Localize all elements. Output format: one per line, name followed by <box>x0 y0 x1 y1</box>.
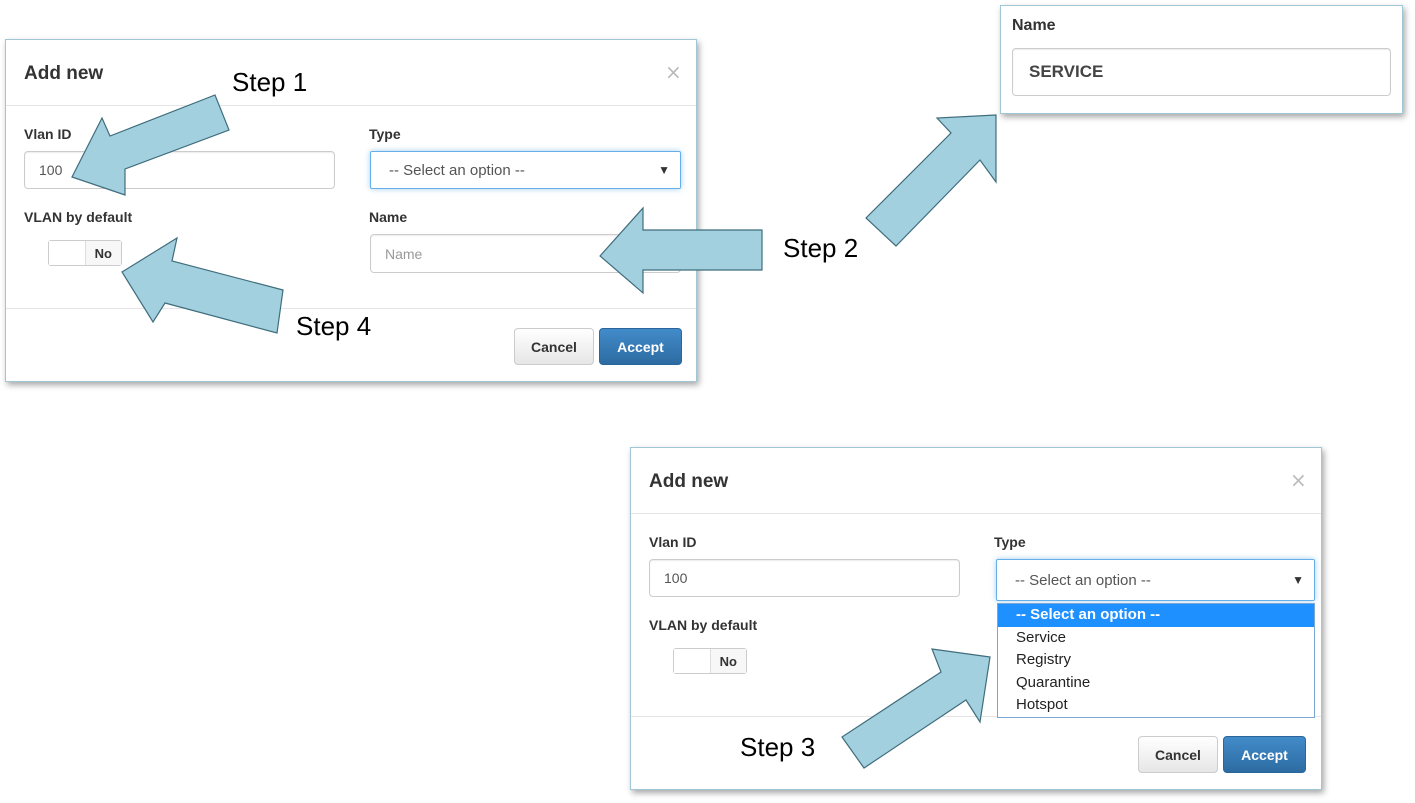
toggle-knob <box>49 241 86 265</box>
type-option[interactable]: Hotspot <box>1016 696 1068 713</box>
dialog-header: Add new × <box>631 448 1321 514</box>
dialog-header: Add new × <box>6 40 696 106</box>
vlan-default-label: VLAN by default <box>24 209 133 225</box>
type-option[interactable]: Service <box>1016 628 1067 646</box>
step4-label: Step 4 <box>296 311 372 341</box>
toggle-value: No <box>710 649 746 673</box>
step2-arrow-left <box>599 206 763 295</box>
vlan-default-toggle[interactable]: No <box>673 648 747 674</box>
step2-arrow-up <box>865 114 997 247</box>
type-select[interactable]: -- Select an option -- ▼ <box>996 559 1315 601</box>
name-field-panel: Name SERVICE <box>1000 5 1403 114</box>
type-option[interactable]: Quarantine <box>1016 673 1091 691</box>
step2-label: Step 2 <box>783 233 859 263</box>
cancel-button[interactable]: Cancel <box>1138 736 1218 773</box>
dialog-title: Add new <box>649 471 729 492</box>
vlan-default-label: VLAN by default <box>649 617 758 633</box>
accept-button[interactable]: Accept <box>599 328 682 365</box>
dialog-title: Add new <box>24 63 104 84</box>
add-new-dialog-expanded: Add new × Vlan ID 100 Type -- Select an … <box>630 447 1322 790</box>
cancel-button[interactable]: Cancel <box>514 328 594 365</box>
vlan-id-label: Vlan ID <box>24 126 72 142</box>
name-input-value: SERVICE <box>1029 62 1104 81</box>
add-new-dialog: Add new × Vlan ID 100 Type -- Select an … <box>5 39 697 382</box>
chevron-down-icon: ▼ <box>658 163 670 177</box>
step3-arrow <box>841 648 991 769</box>
name-panel-label: Name <box>1012 17 1056 34</box>
step4-arrow <box>121 236 284 334</box>
step1-arrow <box>71 94 230 196</box>
vlan-id-input[interactable]: 100 <box>649 559 960 597</box>
vlan-id-value: 100 <box>664 570 688 586</box>
close-icon[interactable]: × <box>1290 468 1307 492</box>
step3-label: Step 3 <box>740 732 816 762</box>
close-icon[interactable]: × <box>665 60 682 84</box>
vlan-id-value: 100 <box>39 162 63 178</box>
type-select-value: -- Select an option -- <box>389 161 525 179</box>
chevron-down-icon: ▼ <box>1292 573 1304 587</box>
dialog-footer: Cancel Accept <box>6 308 696 383</box>
type-option[interactable]: Registry <box>1016 651 1072 668</box>
type-label: Type <box>994 534 1026 550</box>
name-label: Name <box>369 209 408 225</box>
name-input-filled[interactable]: SERVICE <box>1012 48 1391 96</box>
type-select[interactable]: -- Select an option -- ▼ <box>370 151 681 189</box>
toggle-value: No <box>85 241 121 265</box>
toggle-knob <box>674 649 711 673</box>
step1-label: Step 1 <box>232 67 308 97</box>
accept-button[interactable]: Accept <box>1223 736 1306 773</box>
type-dropdown-list: -- Select an option -- Service Registry … <box>997 603 1315 718</box>
type-select-value: -- Select an option -- <box>1015 571 1151 589</box>
vlan-id-label: Vlan ID <box>649 534 697 550</box>
type-label: Type <box>369 126 401 142</box>
type-option[interactable]: -- Select an option -- <box>998 604 1314 627</box>
vlan-default-toggle[interactable]: No <box>48 240 122 266</box>
name-placeholder: Name <box>385 245 423 262</box>
